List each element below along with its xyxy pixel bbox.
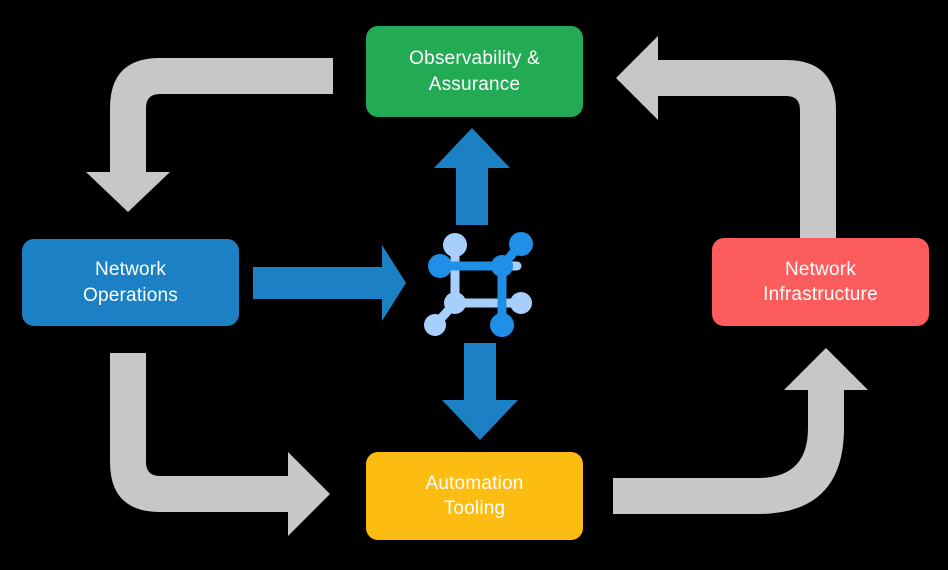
arrow-hub-to-automation bbox=[442, 343, 518, 440]
arrow-infrastructure-to-observability bbox=[616, 36, 836, 238]
network-topology-icon bbox=[424, 232, 533, 337]
node-observability-assurance[interactable]: Observability & Assurance bbox=[366, 26, 583, 117]
hub-nodes-primary bbox=[428, 232, 533, 337]
node-network-infrastructure[interactable]: Network Infrastructure bbox=[712, 238, 929, 326]
arrow-hub-to-observability bbox=[434, 128, 510, 225]
node-network-operations[interactable]: Network Operations bbox=[22, 239, 239, 326]
arrow-operations-to-automation bbox=[110, 353, 330, 536]
arrow-observability-to-operations bbox=[86, 58, 333, 212]
hub-nodes-secondary bbox=[424, 233, 532, 336]
arrow-automation-to-infrastructure bbox=[613, 348, 868, 514]
arrow-operations-to-hub bbox=[253, 245, 406, 321]
node-automation-tooling[interactable]: Automation Tooling bbox=[366, 452, 583, 540]
